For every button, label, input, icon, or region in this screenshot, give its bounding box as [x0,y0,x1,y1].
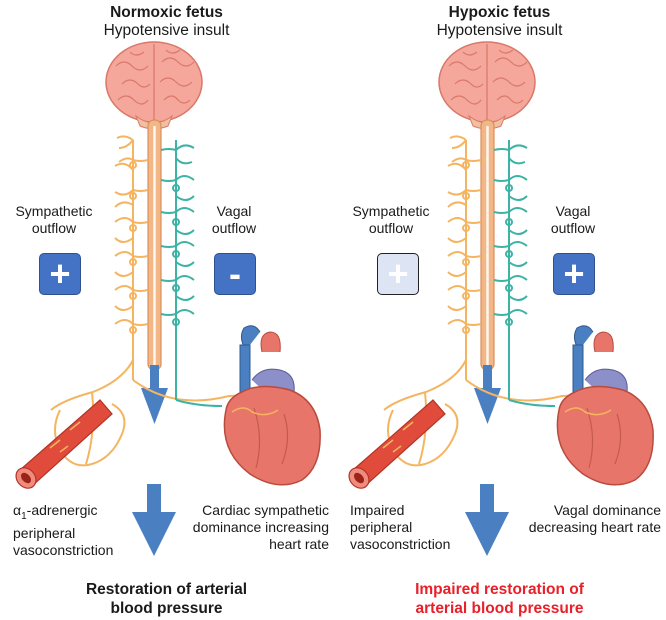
panel-subtitle: Hypotensive insult [436,22,563,39]
vagal-label: Vagal outflow [545,203,601,237]
sympathetic-sign-badge: + [39,253,81,295]
vascular-text-line2: peripheral [350,519,413,535]
vascular-text-line3: vasoconstriction [13,541,114,558]
vagal-chain [493,140,556,407]
panel-title: Normoxic fetus [110,4,223,21]
sympathetic-label-line2: outflow [31,220,77,236]
outcome-text: Impaired restoration of arterial blood p… [333,580,666,618]
alpha-symbol: α [13,502,22,518]
artery-icon [348,399,446,489]
cardiac-text: Vagal dominance decreasing heart rate [513,502,661,536]
vascular-text: α1-adrenergic peripheral vasoconstrictio… [13,502,143,559]
heart-icon [223,325,321,486]
vascular-text-line1-rest: -adrenergic [26,502,98,518]
vagal-label-line1: Vagal [555,203,591,219]
heart-icon [556,325,654,486]
cardiac-text: Cardiac sympathetic dominance increasing… [183,502,329,553]
sympathetic-label: Sympathetic outflow [0,203,108,237]
vascular-text-line1: Impaired [350,502,405,518]
cardiac-text-line1: Vagal dominance [553,502,661,518]
outcome-line1: Impaired restoration of [415,581,584,598]
panel-hypoxic: Hypoxic fetus Hypotensive insult [333,0,666,620]
outcome-arrow-icon [132,484,176,556]
sympathetic-label-line2: outflow [368,220,414,236]
cord-arrow-icon [141,365,168,424]
vascular-text: Impaired peripheral vasoconstriction [350,502,480,553]
cardiac-text-line1: Cardiac sympathetic [202,502,329,518]
sympathetic-chain [50,135,260,467]
brain-icon [438,41,536,130]
sympathetic-label: Sympathetic outflow [337,203,445,237]
outcome-arrow-icon [465,484,509,556]
outcome-line1: Restoration of arterial [85,581,248,598]
panel-title: Hypoxic fetus [448,4,551,21]
outcome-text: Restoration of arterial blood pressure [0,580,333,618]
sympathetic-label-line1: Sympathetic [352,203,430,219]
vagal-sign-badge: + [553,253,595,295]
vagal-label-line2: outflow [550,220,596,236]
cardiac-text-line2: dominance increasing [192,519,329,535]
vascular-text-line1: α1-adrenergic [13,502,143,525]
panel-normoxic: Normoxic fetus Hypotensive insult [0,4,333,618]
alpha-subscript: 1 [21,510,27,522]
vascular-text-line2: peripheral [13,524,76,541]
outcome-line2: arterial blood pressure [415,600,584,617]
cord-arrow-icon [474,365,501,424]
vagal-chain [160,140,223,407]
artery-icon [15,399,113,489]
vascular-text-line3: vasoconstriction [350,536,451,552]
outcome-line2: blood pressure [110,600,223,617]
neural-diagram [15,41,321,556]
sympathetic-label-line1: Sympathetic [15,203,93,219]
vagal-label: Vagal outflow [206,203,262,237]
panel-subtitle: Hypotensive insult [103,22,230,39]
sympathetic-sign-badge: + [377,253,419,295]
cardiac-text-line2: decreasing heart rate [528,519,661,535]
vagal-label-line2: outflow [211,220,257,236]
brain-icon [105,41,203,130]
vagal-sign-badge: - [214,253,256,295]
vagal-label-line1: Vagal [216,203,252,219]
neural-diagram [348,41,654,556]
cardiac-text-line3: heart rate [269,536,329,552]
